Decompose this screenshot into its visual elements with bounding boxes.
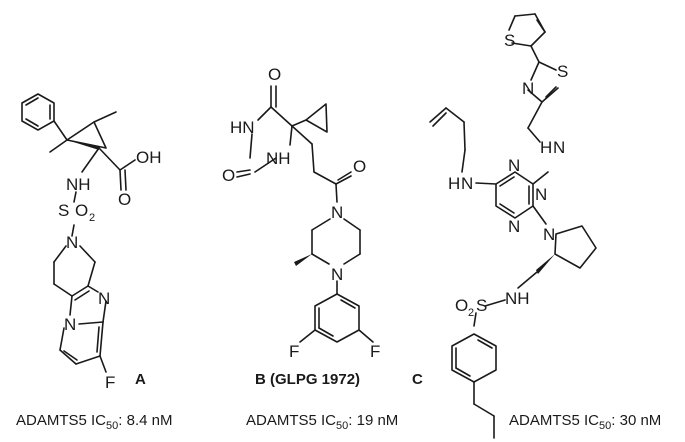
compound-a-ic50-caption: ADAMTS5 IC50: 8.4 nM xyxy=(16,412,172,432)
atom-nitrogen: N xyxy=(64,315,76,334)
atom-nitrogen: N xyxy=(331,265,343,284)
atom-oxygen: O xyxy=(268,65,281,84)
atom-hydrogen: H xyxy=(448,174,460,193)
compound-a-structure xyxy=(21,93,136,373)
atom-nitrogen: N xyxy=(461,174,473,193)
atom-oxygen: O xyxy=(353,157,366,176)
compound-b-ic50-caption: ADAMTS5 IC50: 19 nM xyxy=(246,412,398,432)
subscript-2: 2 xyxy=(89,212,95,224)
atom-fluorine: F xyxy=(289,342,299,361)
atom-hn: HN xyxy=(230,118,255,137)
atom-nitrogen: N xyxy=(331,203,343,222)
compound-b-label: B (GLPG 1972) xyxy=(255,371,360,388)
atom-sulfur: S xyxy=(557,62,568,81)
compound-a-label: A xyxy=(135,371,146,388)
compound-c-atom-labels: S S N H N N N N H N N NH O 2 S xyxy=(448,31,568,319)
atom-fluorine: F xyxy=(105,373,115,392)
atom-oh: OH xyxy=(136,148,162,167)
atom-nh: NH xyxy=(66,175,91,194)
atom-nitrogen: N xyxy=(66,233,78,252)
atom-nitrogen: N xyxy=(98,289,110,308)
atom-nitrogen: N xyxy=(535,185,547,204)
atom-sulfur: S xyxy=(58,201,69,220)
atom-nitrogen: N xyxy=(553,138,565,157)
atom-nitrogen: N xyxy=(522,79,534,98)
compound-b-atom-labels: O HN O NH O N N F F xyxy=(222,65,380,361)
subscript-2: 2 xyxy=(468,307,474,319)
atom-nitrogen: N xyxy=(543,225,555,244)
compound-a-atom-labels: NH S O 2 OH O N N N F xyxy=(58,148,162,392)
atom-nh: NH xyxy=(266,149,291,168)
atom-sulfur: S xyxy=(476,296,487,315)
atom-carbonyl-oxygen: O xyxy=(118,190,131,209)
atom-nh: NH xyxy=(505,289,530,308)
atom-fluorine: F xyxy=(370,342,380,361)
atom-oxygen: O xyxy=(75,201,88,220)
compound-b-structure xyxy=(236,85,374,343)
atom-oxygen: O xyxy=(222,166,235,185)
atom-nitrogen: N xyxy=(508,156,520,175)
atom-oxygen: O xyxy=(455,296,468,315)
atom-hydrogen: H xyxy=(540,138,552,157)
compound-c-label: C xyxy=(412,371,423,388)
compound-c-ic50-caption: ADAMTS5 IC50: 30 nM xyxy=(509,412,661,432)
atom-sulfur: S xyxy=(504,31,515,50)
atom-nitrogen: N xyxy=(508,217,520,236)
compound-c-structure xyxy=(429,13,597,439)
